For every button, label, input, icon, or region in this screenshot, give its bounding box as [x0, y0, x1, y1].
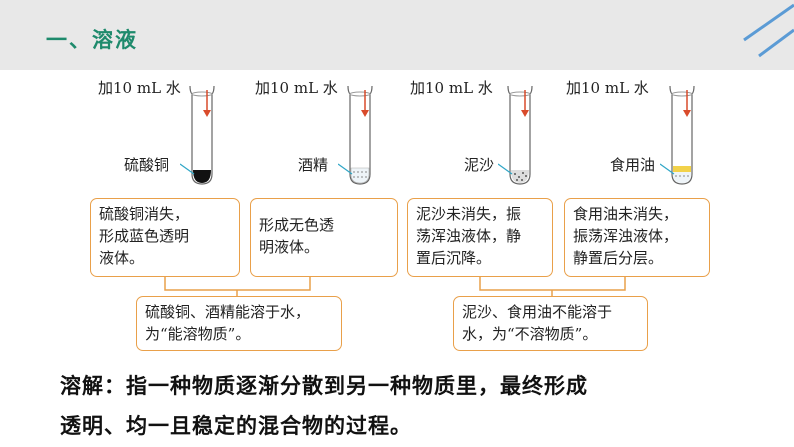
conclusion-line: 水，为“不溶物质”。 — [462, 325, 598, 343]
observation-line: 泥沙未消失，振 — [416, 205, 522, 223]
water-label-1: 加10 mL 水 — [98, 79, 181, 97]
observation-line: 形成无色透 — [259, 216, 335, 234]
definition-line-2: 透明、均一且稳定的混合物的过程。 — [60, 413, 412, 438]
page-title: 一、溶液 — [46, 28, 138, 52]
observation-box-1: 硫酸铜消失， 形成蓝色透明 液体。 — [90, 198, 240, 277]
conclusion-box-insoluble: 泥沙、食用油不能溶于 水，为“不溶物质”。 — [453, 296, 648, 351]
test-tube-oil — [660, 85, 695, 185]
water-label-4: 加10 mL 水 — [566, 79, 649, 97]
observation-line: 置后沉降。 — [416, 249, 492, 267]
observation-line: 荡浑浊液体，静 — [416, 227, 522, 245]
observation-line: 硫酸铜消失， — [99, 205, 190, 223]
header-bar — [0, 0, 794, 70]
corner-decoration — [743, 3, 794, 58]
observation-line: 形成蓝色透明 — [99, 227, 190, 245]
test-tube-alcohol — [338, 85, 373, 185]
observation-line: 明液体。 — [259, 238, 320, 256]
water-label-2: 加10 mL 水 — [255, 79, 338, 97]
substance-label-3: 泥沙 — [464, 156, 495, 174]
observation-line: 静置后分层。 — [573, 249, 664, 267]
definition-line-1: 溶解：指一种物质逐渐分散到另一种物质里，最终形成 — [60, 373, 588, 398]
test-tube-sand — [498, 85, 533, 185]
test-tube-copper-sulfate — [180, 85, 215, 185]
conclusion-line: 泥沙、食用油不能溶于 — [462, 303, 613, 321]
observation-box-4: 食用油未消失， 振荡浑浊液体， 静置后分层。 — [564, 198, 710, 277]
observation-line: 液体。 — [99, 249, 145, 267]
substance-label-2: 酒精 — [298, 156, 329, 174]
conclusion-line: 为“能溶物质”。 — [145, 325, 251, 343]
substance-label-4: 食用油 — [610, 156, 656, 174]
water-label-3: 加10 mL 水 — [410, 79, 493, 97]
observation-box-2: 形成无色透 明液体。 — [250, 198, 398, 277]
conclusion-line: 硫酸铜、酒精能溶于水， — [145, 303, 311, 321]
observation-line: 振荡浑浊液体， — [573, 227, 679, 245]
substance-label-1: 硫酸铜 — [124, 156, 170, 174]
observation-box-3: 泥沙未消失，振 荡浑浊液体，静 置后沉降。 — [407, 198, 553, 277]
conclusion-box-soluble: 硫酸铜、酒精能溶于水， 为“能溶物质”。 — [136, 296, 342, 351]
observation-line: 食用油未消失， — [573, 205, 679, 223]
